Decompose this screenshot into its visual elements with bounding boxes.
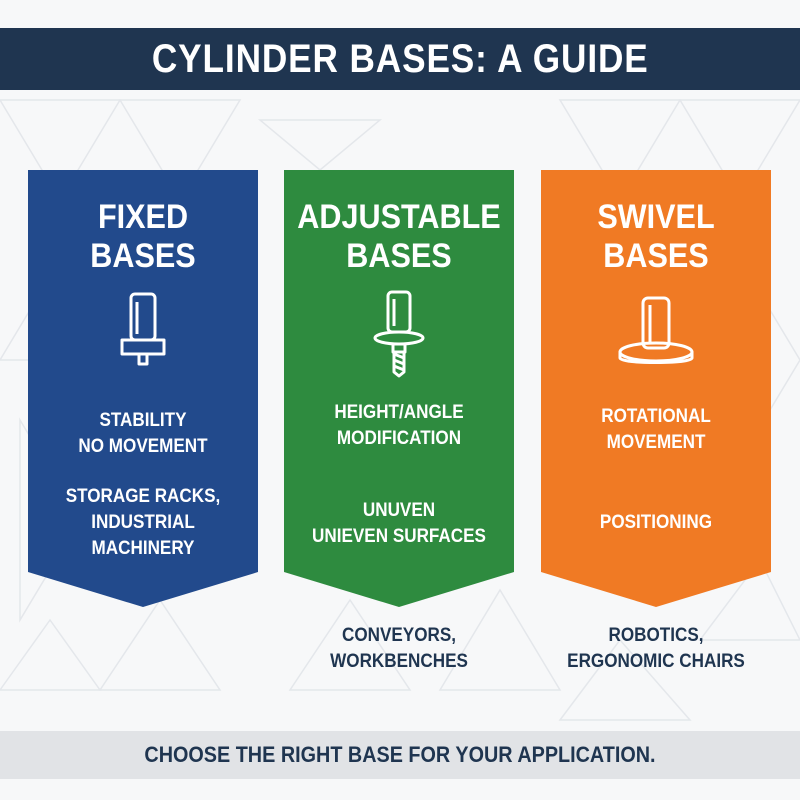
adjustable-applications: CONVEYORS, WORKBENCHES: [330, 625, 468, 672]
card-swivel-bases: SWIVEL BASES ROTATIONAL MOVEMENT POSITIO…: [541, 170, 771, 607]
card-surfaces: UNUVEN UNIEVEN SURFACES: [312, 500, 486, 547]
swivel-applications: ROBOTICS, ERGONOMIC CHAIRS: [567, 625, 745, 672]
card-features: ROTATIONAL MOVEMENT: [601, 406, 711, 453]
card-title: FIXED BASES: [90, 198, 196, 275]
card-title: SWIVEL BASES: [597, 198, 715, 275]
fixed-cylinder-base-icon: [120, 292, 166, 366]
swivel-disc-base-icon: [618, 296, 694, 364]
card-features: STABILITY NO MOVEMENT: [78, 410, 208, 457]
footer-tagline: CHOOSE THE RIGHT BASE FOR YOUR APPLICATI…: [144, 742, 656, 767]
adjustable-threaded-base-icon: [373, 290, 425, 378]
card-fixed-bases: FIXED BASES STABILITY NO MOVEMENT STORAG…: [28, 170, 258, 607]
card-adjustable-bases: ADJUSTABLE BASES HEIGHT/ANGLE MODIFICATI…: [284, 170, 514, 607]
card-title: ADJUSTABLE BASES: [297, 198, 501, 275]
card-positioning: POSITIONING: [599, 512, 713, 533]
page-title: CYLINDER BASES: A GUIDE: [151, 36, 649, 81]
header-bar: CYLINDER BASES: A GUIDE: [0, 28, 800, 90]
footer-bar: CHOOSE THE RIGHT BASE FOR YOUR APPLICATI…: [0, 731, 800, 779]
card-applications: STORAGE RACKS, INDUSTRIAL MACHINERY: [65, 486, 221, 559]
card-features: HEIGHT/ANGLE MODIFICATION: [334, 402, 464, 449]
